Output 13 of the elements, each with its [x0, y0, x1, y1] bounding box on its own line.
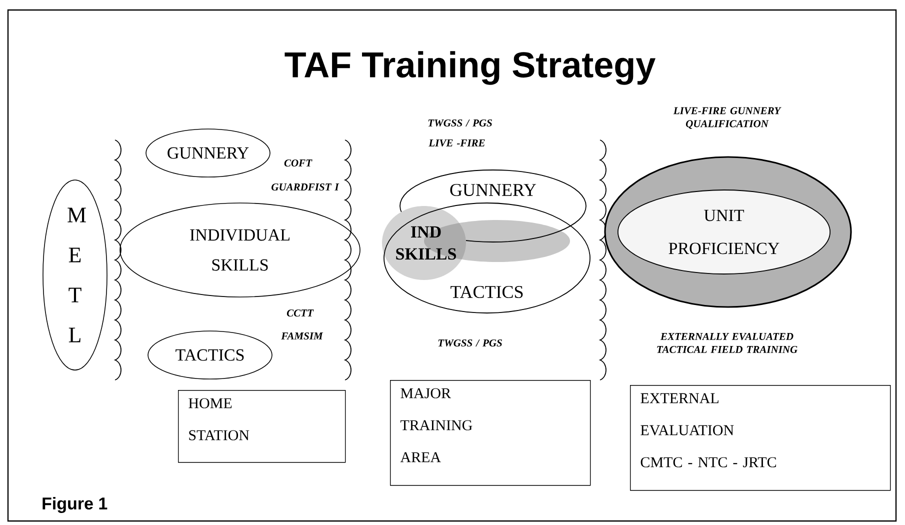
annotation-text: LIVE -FIRE	[428, 140, 485, 147]
annotation-text: TWGSS / PGS	[428, 119, 492, 127]
location-box: EXTERNAL EVALUATION CMTC - NTC - JRTC	[630, 385, 891, 491]
annotation-text: LIVE-FIRE GUNNERY QUALIFICATION	[673, 107, 782, 129]
location-box: HOME STATION	[178, 390, 346, 463]
annotation-text: TWGSS / PGS	[438, 339, 502, 347]
caption: Figure 1	[42, 497, 108, 513]
annotation-text: GUARDFIST I	[272, 183, 340, 191]
annotation-text: CCTT	[286, 309, 314, 317]
annotation-text: EXTERNALLY EVALUATED TACTICAL FIELD TRAINING	[657, 332, 798, 354]
location-box: MAJOR TRAINING AREA	[390, 380, 591, 486]
title: TAF Training Strategy	[284, 51, 656, 85]
annotation-text: COFT	[284, 159, 312, 167]
